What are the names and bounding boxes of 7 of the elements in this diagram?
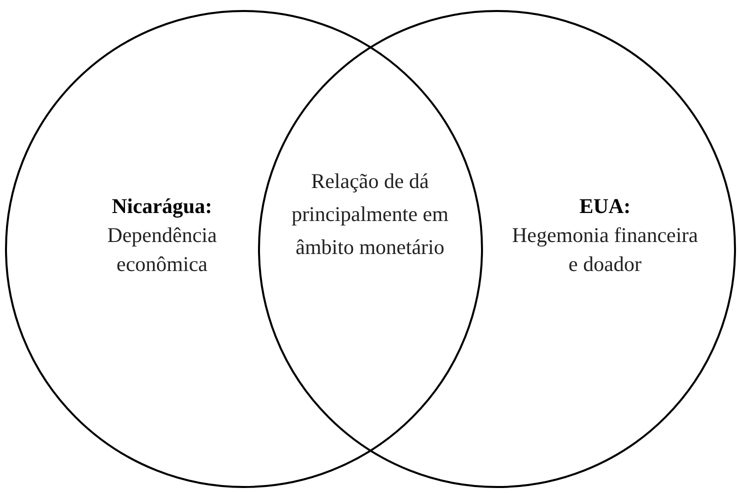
overlap-text: Relação de dá principalmente em âmbito monetário [290,168,450,261]
right-circle [258,10,736,488]
circle-heading: EUA: [578,193,632,220]
circle-text: Hegemonia financeira e doador [511,222,699,278]
left-circle [5,10,483,488]
circle-heading: Nicarágua: [110,193,214,220]
circle-text: Dependência econômica [106,222,218,278]
